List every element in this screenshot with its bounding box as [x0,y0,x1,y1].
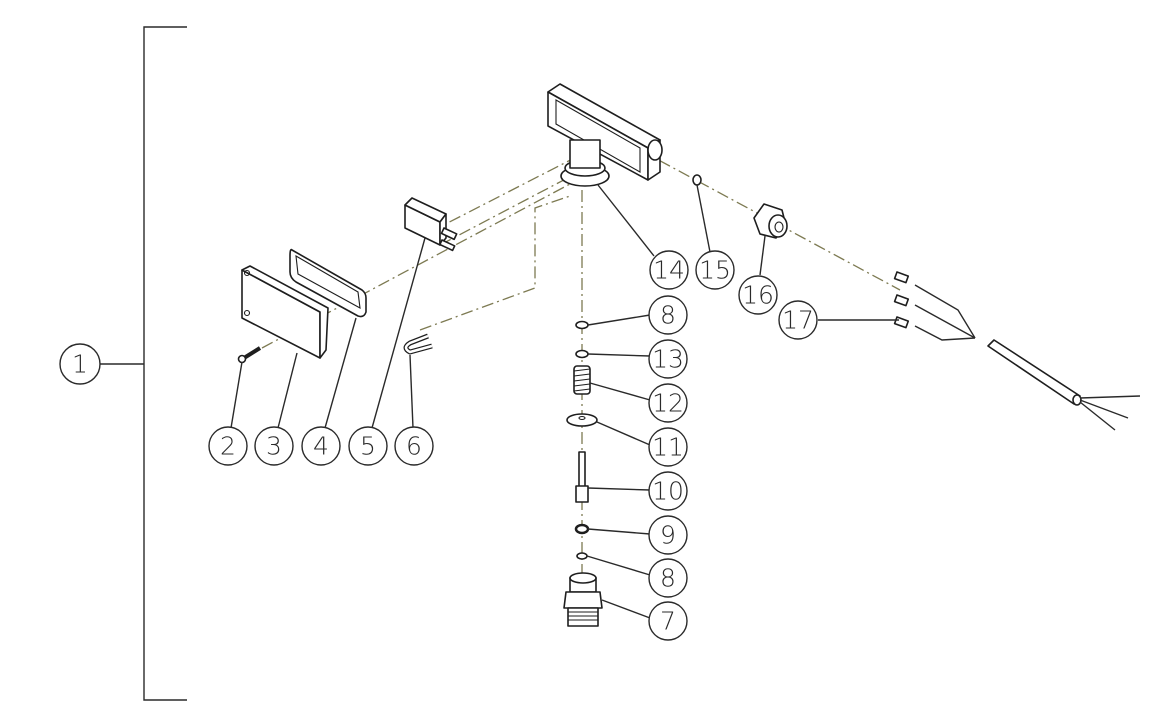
part-screw [237,346,262,364]
part-cover-plate [241,265,329,359]
svg-text:6: 6 [406,432,422,461]
part-cable [893,271,1141,431]
part-u-clip [403,333,433,355]
callout-3: 3 [254,426,294,466]
callout-8-lower: 8 [648,558,688,598]
part-gasket [289,248,367,318]
svg-text:10: 10 [652,477,684,506]
callout-1: 1 [59,343,101,385]
svg-text:8: 8 [660,564,676,593]
svg-text:11: 11 [652,433,684,462]
part-gland-nut [753,203,788,239]
part-spring [573,365,591,395]
svg-text:12: 12 [652,389,684,418]
callout-6: 6 [394,426,434,466]
part-micro-switch [404,197,458,252]
callout-10: 10 [648,471,688,511]
part-lower-washer [576,552,588,560]
part-threaded-fitting [563,572,603,627]
svg-text:9: 9 [660,521,676,550]
svg-text:17: 17 [782,306,814,335]
part-upper-washer [575,320,589,330]
callout-13: 13 [648,339,688,379]
callout-8-upper: 8 [648,295,688,335]
callout-14: 14 [649,250,689,290]
svg-text:7: 7 [660,607,676,636]
svg-text:13: 13 [652,345,684,374]
callout-2: 2 [208,426,248,466]
callout-12: 12 [648,383,688,423]
part-plunger [575,451,589,503]
svg-text:15: 15 [699,256,731,285]
callout-11: 11 [648,427,688,467]
callout-15: 15 [695,250,735,290]
callout-9: 9 [648,515,688,555]
assembly-bracket [100,26,187,701]
part-disc [566,413,598,427]
svg-text:5: 5 [360,432,376,461]
leader-lines [230,184,899,619]
callout-5: 5 [348,426,388,466]
callout-4: 4 [301,426,341,466]
part-small-washer [692,174,702,186]
svg-text:4: 4 [313,432,329,461]
part-switch-housing [547,83,663,187]
svg-text:1: 1 [72,350,88,379]
callout-16: 16 [738,275,778,315]
callout-17: 17 [778,300,818,340]
part-washer-13 [575,349,589,359]
svg-text:14: 14 [653,256,685,285]
svg-text:2: 2 [220,432,236,461]
part-oring [574,523,590,535]
callout-7: 7 [648,601,688,641]
svg-text:3: 3 [266,432,282,461]
svg-text:16: 16 [742,281,774,310]
svg-text:8: 8 [660,301,676,330]
